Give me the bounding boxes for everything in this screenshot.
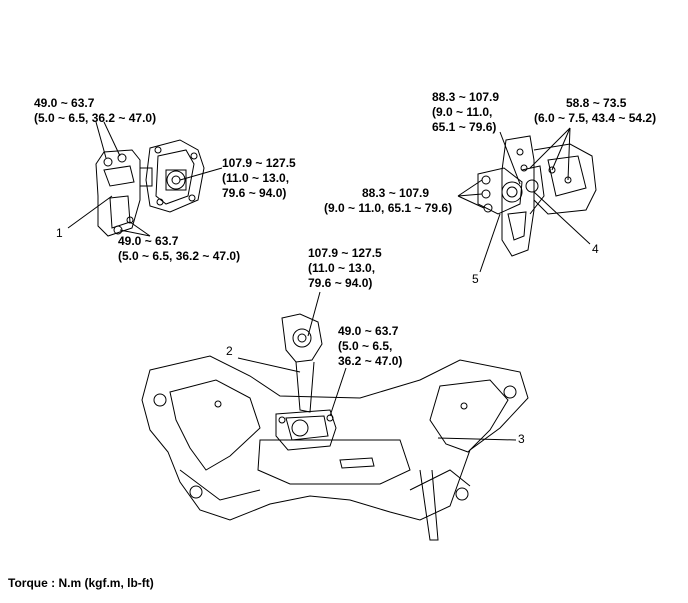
torque-label-1-bottom: 49.0 ~ 63.7 (5.0 ~ 6.5, 36.2 ~ 47.0) <box>118 234 240 264</box>
leader-callout-3 <box>437 437 517 441</box>
leader-t1-right <box>179 167 223 181</box>
engine-mount-bracket-part-1 <box>95 139 205 237</box>
callout-5: 5 <box>472 272 479 286</box>
leader-t45-left-b <box>457 193 483 197</box>
torque-value: 58.8 ~ 73.5 <box>566 96 627 110</box>
torque-label-1-top: 49.0 ~ 63.7 (5.0 ~ 6.5, 36.2 ~ 47.0) <box>34 96 156 126</box>
leader-t45-left-a <box>457 179 483 197</box>
torque-value: 107.9 ~ 127.5 <box>308 246 382 260</box>
leader-t1-top-a <box>95 121 107 159</box>
callout-3: 3 <box>518 432 525 446</box>
torque-conversion: (9.0 ~ 11.0, <box>432 105 493 119</box>
transmission-mount-parts-4-5 <box>477 135 597 257</box>
torque-conversion: (11.0 ~ 13.0, <box>308 261 376 275</box>
torque-value: 88.3 ~ 107.9 <box>362 186 430 200</box>
leader-callout-4 <box>533 191 591 245</box>
torque-label-45-top: 88.3 ~ 107.9 (9.0 ~ 11.0, 65.1 ~ 79.6) <box>432 90 499 135</box>
leader-callout-5 <box>479 213 501 273</box>
leader-t45-left-c <box>457 195 485 209</box>
leader-t45-top <box>499 131 521 185</box>
torque-conversion: (5.0 ~ 6.5, 36.2 ~ 47.0) <box>118 249 241 263</box>
leader-t45-right-a <box>529 127 571 169</box>
torque-label-1-right: 107.9 ~ 127.5 (11.0 ~ 13.0, 79.6 ~ 94.0) <box>222 156 296 201</box>
torque-label-2-right: 49.0 ~ 63.7 (5.0 ~ 6.5, 36.2 ~ 47.0) <box>338 324 402 369</box>
torque-value: 49.0 ~ 63.7 <box>34 96 95 110</box>
leader-t2-right <box>329 367 347 417</box>
torque-unit-legend: Torque : N.m (kgf.m, lb-ft) <box>8 576 154 590</box>
torque-conversion: (9.0 ~ 11.0, 65.1 ~ 79.6) <box>324 201 453 215</box>
torque-conversion: 36.2 ~ 47.0) <box>338 354 403 368</box>
leader-t45-right-b <box>551 127 571 171</box>
sub-frame-part-3 <box>141 355 529 541</box>
torque-conversion: 65.1 ~ 79.6) <box>432 120 497 134</box>
leader-callout-2 <box>237 357 301 373</box>
leader-t1-bottom-a <box>119 229 151 237</box>
torque-label-45-right: 58.8 ~ 73.5 (6.0 ~ 7.5, 43.4 ~ 54.2) <box>534 96 656 126</box>
torque-conversion: 79.6 ~ 94.0) <box>222 186 287 200</box>
leader-t2-top <box>307 291 321 337</box>
torque-conversion: 79.6 ~ 94.0) <box>308 276 373 290</box>
torque-value: 107.9 ~ 127.5 <box>222 156 296 170</box>
torque-conversion: (5.0 ~ 6.5, 36.2 ~ 47.0) <box>34 111 157 125</box>
leader-callout-1 <box>67 195 113 229</box>
torque-value: 49.0 ~ 63.7 <box>338 324 399 338</box>
torque-conversion: (11.0 ~ 13.0, <box>222 171 290 185</box>
torque-conversion: (6.0 ~ 7.5, 43.4 ~ 54.2) <box>534 111 657 125</box>
callout-4: 4 <box>592 242 599 256</box>
callout-1: 1 <box>56 226 63 240</box>
callout-2: 2 <box>226 344 233 358</box>
torque-value: 88.3 ~ 107.9 <box>432 90 500 104</box>
torque-value: 49.0 ~ 63.7 <box>118 234 179 248</box>
torque-conversion: (5.0 ~ 6.5, <box>338 339 393 353</box>
leader-t1-bottom-b <box>129 221 151 237</box>
leader-t45-right-c <box>567 127 571 181</box>
roll-rod-bracket-part-2 <box>275 313 337 451</box>
torque-label-2-top: 107.9 ~ 127.5 (11.0 ~ 13.0, 79.6 ~ 94.0) <box>308 246 382 291</box>
leader-t1-top-b <box>103 121 121 157</box>
torque-label-45-left: 88.3 ~ 107.9 (9.0 ~ 11.0, 65.1 ~ 79.6) <box>324 186 452 216</box>
